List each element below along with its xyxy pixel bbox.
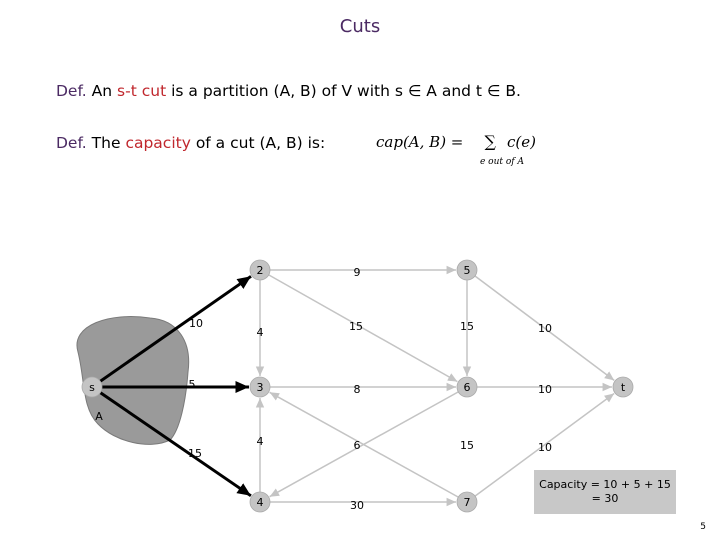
node-label-n7: 7 [464, 496, 471, 509]
def-text-post: of a cut (A, B) is: [195, 134, 326, 152]
node-n2 [249, 259, 271, 281]
page-number: 5 [700, 522, 706, 532]
definition-s-t-cut: Def. An s-t cut is a partition (A, B) of… [56, 82, 521, 100]
capacity-label-n4-n3: 4 [257, 435, 264, 448]
caption-line-2: = 30 [591, 492, 619, 505]
formula-subscript: e out of A [480, 157, 524, 167]
def-label: Def. [56, 134, 87, 152]
node-label-s: s [89, 381, 95, 394]
capacity-label-s-n4: 15 [188, 447, 202, 460]
caption-line-1: Capacity = 10 + 5 + 15 [539, 478, 671, 491]
node-label-n5: 5 [464, 264, 471, 277]
region-label-a: A [95, 410, 103, 423]
formula-term: c(e) [507, 133, 536, 151]
capacity-formula: cap(A, B) = ∑ c(e) [376, 132, 536, 151]
node-t [612, 376, 634, 398]
capacity-label-n7-t: 10 [538, 441, 552, 454]
node-label-n6: 6 [464, 381, 471, 394]
node-layer: s 2 3 4 5 6 7 t [81, 259, 634, 513]
node-s [81, 376, 103, 398]
term-s-t-cut: s-t cut [117, 82, 167, 100]
edge-layer [99, 265, 615, 507]
capacity-label-n2-n3: 4 [257, 326, 264, 339]
edge-s-n2-cut [99, 275, 252, 383]
edge-n2-n6 [268, 274, 458, 383]
node-n4 [249, 491, 271, 513]
node-label-t: t [621, 381, 626, 394]
def-text-pre: The [91, 134, 121, 152]
node-label-n3: 3 [257, 381, 264, 394]
edge-n7-n3 [269, 391, 459, 498]
capacity-label-n5-t: 10 [538, 322, 552, 335]
node-n6 [456, 376, 478, 398]
cut-region-a [76, 316, 190, 445]
formula-lhs: cap(A, B) = [376, 133, 464, 151]
term-capacity: capacity [125, 134, 191, 152]
capacity-label-n6-n4: 6 [354, 439, 361, 452]
def-label: Def. [56, 82, 87, 100]
capacity-label-n2-n5: 9 [354, 266, 361, 279]
edge-n5-t [474, 275, 615, 381]
definition-capacity: Def. The capacity of a cut (A, B) is: [56, 134, 325, 152]
def-text-post: is a partition (A, B) of V with s ∈ A an… [171, 82, 521, 100]
capacity-label-layer: 10 5 15 9 4 15 8 4 6 30 15 15 10 10 10 [188, 266, 552, 512]
edge-n7-t [474, 392, 615, 497]
node-label-n2: 2 [257, 264, 264, 277]
def-text-pre: An [91, 82, 113, 100]
node-n5 [456, 259, 478, 281]
summation-symbol: ∑ [484, 132, 496, 151]
capacity-label-s-n3: 5 [189, 378, 196, 391]
capacity-label-n2-n6: 15 [349, 320, 363, 333]
capacity-label-n5-n6: 15 [460, 320, 474, 333]
page-title: Cuts [339, 16, 381, 37]
capacity-caption: Capacity = 10 + 5 + 15 = 30 [534, 470, 676, 514]
capacity-label-s-n2: 10 [189, 317, 203, 330]
node-label-n4: 4 [257, 496, 264, 509]
capacity-label-n6-t: 10 [538, 383, 552, 396]
capacity-label-n3-n6: 8 [354, 383, 361, 396]
edge-s-n4-cut [99, 391, 252, 498]
capacity-label-n4-n7: 30 [350, 499, 364, 512]
node-n7 [456, 491, 478, 513]
node-n3 [249, 376, 271, 398]
capacity-label-n7-n3: 15 [460, 439, 474, 452]
